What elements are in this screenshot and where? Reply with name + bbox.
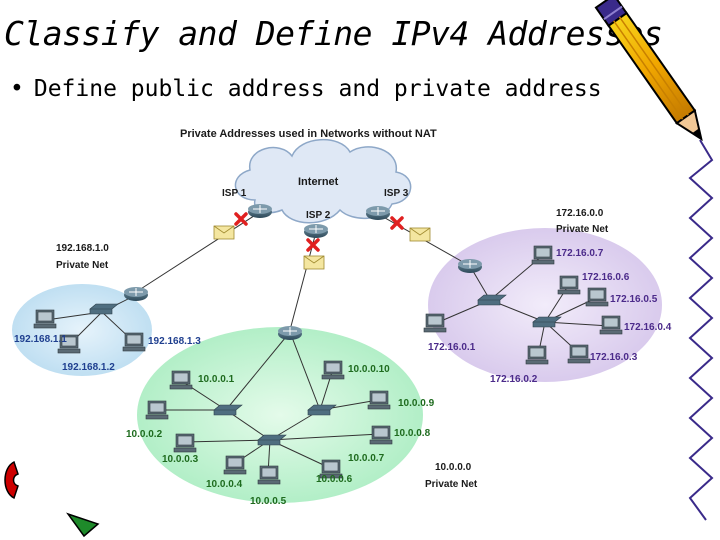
computer-icon [321, 360, 345, 380]
internet-label: Internet [298, 176, 339, 188]
host-label: 192.168.1.1 [14, 334, 67, 345]
decorative-shape [4, 460, 100, 538]
computer-icon [567, 344, 591, 364]
host-label: 172.16.0.2 [490, 374, 538, 385]
switch-icon [213, 404, 243, 416]
network-region-10 [137, 327, 423, 503]
computer-icon [531, 245, 555, 265]
host-label: 172.16.0.5 [610, 294, 658, 305]
host-label: 10.0.0.3 [162, 454, 199, 465]
network-links [45, 211, 611, 475]
decorative-border [688, 139, 714, 521]
computer-icon [122, 332, 146, 352]
host-label: 10.0.0.2 [126, 429, 163, 440]
isp1-label: ISP 1 [222, 188, 247, 199]
router-icon [248, 204, 272, 218]
blocked-x-icon [306, 238, 320, 252]
computer-icon [223, 455, 247, 475]
host-label: 10.0.0.7 [348, 453, 385, 464]
computer-icon [525, 345, 549, 365]
host-label: 10.0.0.5 [250, 496, 287, 507]
host-label: 172.16.0.3 [590, 352, 638, 363]
net-left-address: 192.168.1.0 [56, 243, 109, 254]
network-region-192 [12, 284, 152, 376]
host-label: 10.0.0.6 [316, 474, 353, 485]
host-label: 10.0.0.1 [198, 374, 235, 385]
network-region-172 [428, 228, 662, 382]
host-label: 10.0.0.9 [398, 398, 435, 409]
envelope-icon [303, 255, 325, 270]
router-icon [366, 206, 390, 220]
pencil-icon [594, 0, 703, 142]
net-left-name: Private Net [56, 260, 109, 271]
host-label: 10.0.0.8 [394, 428, 431, 439]
slide-title: Classify and Define IPv4 Addresses [4, 14, 663, 53]
computer-icon [599, 315, 623, 335]
computer-icon [169, 370, 193, 390]
net-right-address: 172.16.0.0 [556, 208, 604, 219]
envelope-icon [409, 227, 431, 242]
switch-icon [477, 294, 507, 306]
host-label: 172.16.0.7 [556, 248, 604, 259]
internet-cloud: Internet [234, 139, 412, 224]
computer-icon [33, 309, 57, 329]
envelope-icon [213, 225, 235, 240]
host-label: 192.168.1.2 [62, 362, 115, 373]
computer-icon [257, 465, 281, 485]
switch-icon [257, 434, 287, 446]
net-bottom-address: 10.0.0.0 [435, 462, 472, 473]
bullet-text: Define public address and private addres… [33, 76, 602, 102]
host-label: 172.16.0.1 [428, 342, 476, 353]
host-label: 172.16.0.6 [582, 272, 630, 283]
net-bottom-name: Private Net [425, 479, 478, 490]
diagram-title: Private Addresses used in Networks witho… [180, 128, 437, 140]
router-icon [278, 326, 302, 340]
switch-icon [89, 303, 119, 315]
computer-icon [369, 425, 393, 445]
bullet-dot: • [10, 76, 24, 102]
host-label: 10.0.0.10 [348, 364, 390, 375]
host-label: 172.16.0.4 [624, 322, 672, 333]
blocked-x-icon [390, 216, 404, 230]
computer-icon [423, 313, 447, 333]
computer-icon [57, 334, 81, 354]
host-label: 192.168.1.3 [148, 336, 201, 347]
computer-icon [145, 400, 169, 420]
computer-icon [557, 275, 581, 295]
switch-icon [532, 316, 562, 328]
computer-icon [585, 287, 609, 307]
switch-icon [307, 404, 337, 416]
host-label: 10.0.0.4 [206, 479, 243, 490]
computer-icon [367, 390, 391, 410]
bullet-point: • Define public address and private addre… [10, 76, 602, 102]
computer-icon [319, 459, 343, 479]
isp3-label: ISP 3 [384, 188, 409, 199]
blocked-x-icon [234, 212, 248, 226]
router-icon [124, 287, 148, 301]
computer-icon [173, 433, 197, 453]
router-icon [304, 224, 328, 238]
router-icon [458, 259, 482, 273]
isp2-label: ISP 2 [306, 210, 331, 221]
net-right-name: Private Net [556, 224, 609, 235]
